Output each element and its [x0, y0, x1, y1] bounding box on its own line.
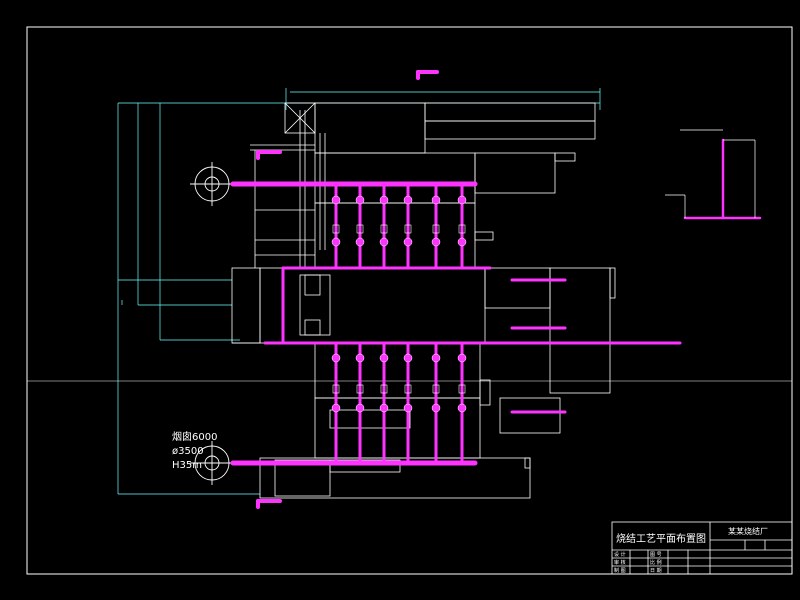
- damper: [356, 384, 364, 394]
- detail-view: [665, 129, 756, 218]
- tb-drafter-label: 制 图: [614, 567, 626, 574]
- valve: [355, 237, 365, 247]
- damper: [356, 224, 364, 234]
- valve: [403, 195, 413, 205]
- stack-upper: [190, 162, 234, 206]
- company-name: 某某烧结厂: [728, 526, 768, 536]
- valve: [457, 353, 467, 363]
- flue-pipes: [230, 70, 762, 509]
- valve: [355, 403, 365, 413]
- tb-drawing-no-label: 图 号: [650, 552, 662, 558]
- valve: [457, 237, 467, 247]
- valve: [331, 403, 341, 413]
- valve: [403, 403, 413, 413]
- valve: [431, 353, 441, 363]
- stack-diameter: ø3500: [172, 446, 204, 457]
- valve: [355, 195, 365, 205]
- valve: [403, 237, 413, 247]
- damper: [404, 224, 412, 234]
- valve: [457, 403, 467, 413]
- valve: [431, 403, 441, 413]
- stack-lower: [190, 441, 234, 485]
- valve: [331, 237, 341, 247]
- damper: [380, 384, 388, 394]
- valve: [431, 237, 441, 247]
- stack-height: H35m: [172, 460, 202, 471]
- valve: [379, 403, 389, 413]
- damper: [332, 384, 340, 394]
- valve: [431, 195, 441, 205]
- tb-designer-label: 设 计: [614, 551, 626, 558]
- drawing-title: 烧结工艺平面布置图: [616, 532, 706, 545]
- damper: [432, 224, 440, 234]
- damper: [432, 384, 440, 394]
- drawing-border: [26, 26, 793, 575]
- valve: [457, 195, 467, 205]
- branch-pipes: [331, 184, 467, 463]
- valve: [331, 195, 341, 205]
- tb-scale-label: 比 例: [650, 559, 662, 566]
- building-outlines: [231, 102, 616, 499]
- valve: [379, 195, 389, 205]
- valve: [355, 353, 365, 363]
- damper: [404, 384, 412, 394]
- tb-checker-label: 审 核: [614, 559, 626, 566]
- valve: [379, 237, 389, 247]
- title-block: [611, 521, 793, 575]
- damper: [458, 224, 466, 234]
- damper: [332, 224, 340, 234]
- valve: [379, 353, 389, 363]
- stack-label: 烟囱6000: [172, 430, 217, 443]
- damper: [458, 384, 466, 394]
- valve: [403, 353, 413, 363]
- title-block-cells: 设 计 图 号 审 核 比 例 制 图 日 期: [614, 551, 662, 574]
- tb-date-label: 日 期: [650, 568, 662, 574]
- valve: [331, 353, 341, 363]
- damper: [380, 224, 388, 234]
